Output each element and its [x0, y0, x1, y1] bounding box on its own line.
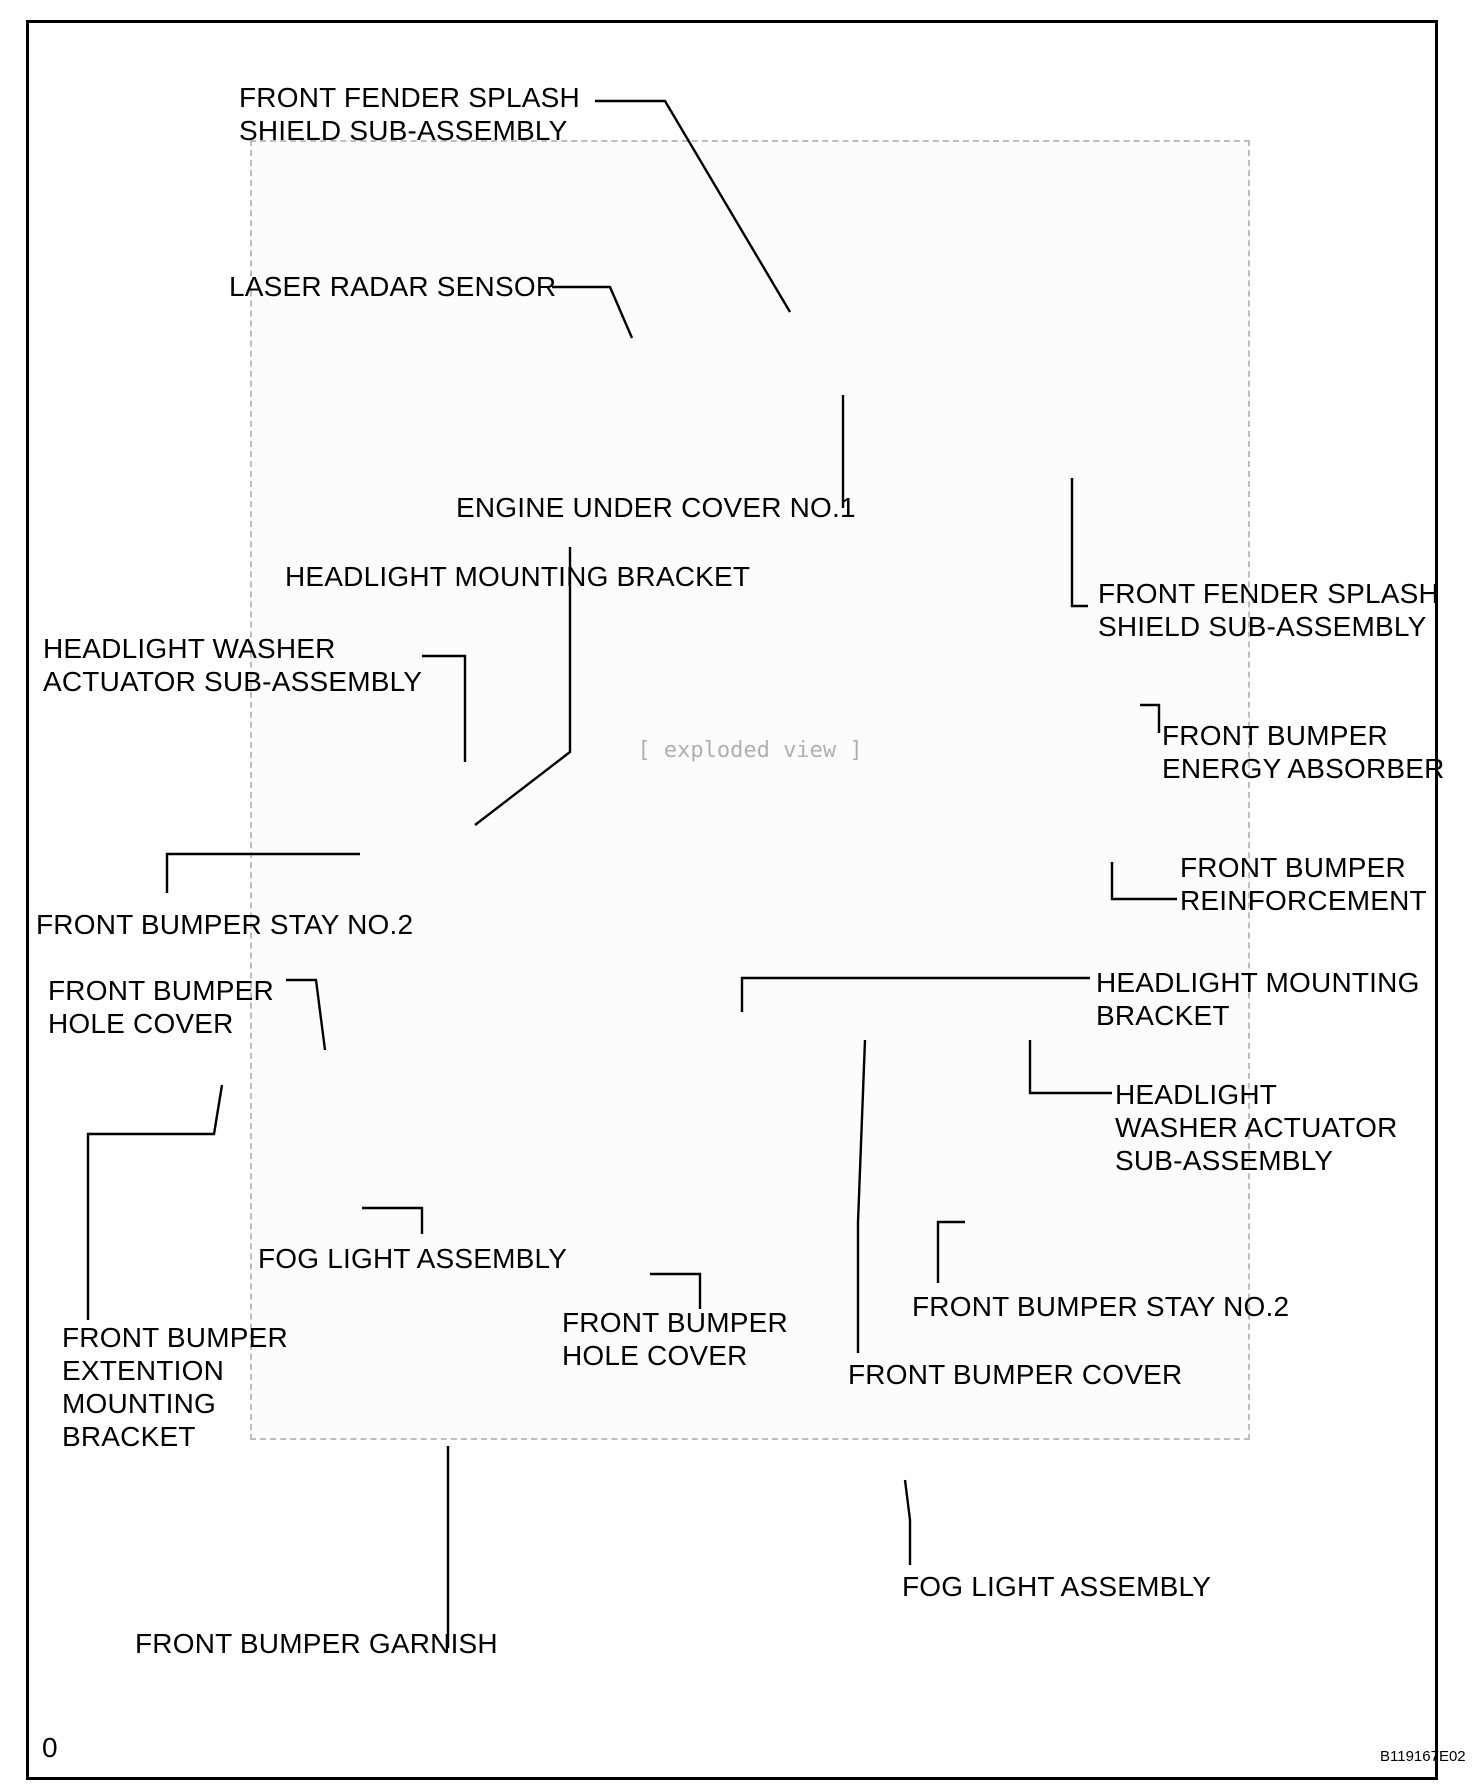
- label-laser-radar-sensor: LASER RADAR SENSOR: [229, 271, 557, 302]
- label-headlight-mounting-bracket-top: HEADLIGHT MOUNTING BRACKET: [285, 561, 751, 592]
- label-front-bumper-energy-absorber: FRONT BUMPER ENERGY ABSORBER: [1162, 720, 1445, 784]
- leader-energy-absorber: [1140, 703, 1161, 733]
- label-headlight-washer-actuator-left: HEADLIGHT WASHER ACTUATOR SUB-ASSEMBLY: [43, 633, 423, 697]
- label-engine-under-cover-no1: ENGINE UNDER COVER NO.1: [456, 492, 856, 523]
- corner-mark-left: 0: [42, 1732, 58, 1763]
- leader-hole-cover-center: [650, 1272, 702, 1309]
- leader-laser-radar: [552, 285, 634, 339]
- diagram-frame: [26, 20, 1438, 1780]
- label-front-bumper-garnish: FRONT BUMPER GARNISH: [135, 1628, 498, 1659]
- figure-code: B119167E02: [1380, 1748, 1466, 1765]
- label-front-bumper-extension-mounting-bracket: FRONT BUMPER EXTENTION MOUNTING BRACKET: [62, 1322, 288, 1452]
- label-front-bumper-stay-no2-right: FRONT BUMPER STAY NO.2: [912, 1291, 1290, 1322]
- leader-fender-splash-right: [1070, 478, 1088, 608]
- leader-fender-splash-top: [595, 99, 792, 313]
- label-front-fender-splash-shield-right: FRONT FENDER SPLASH SHIELD SUB-ASSEMBLY: [1098, 578, 1439, 642]
- leader-extension-bracket: [86, 1084, 224, 1320]
- leader-stay-no2-right: [936, 1220, 965, 1283]
- label-front-bumper-hole-cover-center: FRONT BUMPER HOLE COVER: [562, 1307, 788, 1371]
- leader-washer-right: [1028, 1040, 1112, 1095]
- label-fog-light-assembly-left: FOG LIGHT ASSEMBLY: [258, 1243, 568, 1274]
- leader-fog-right: [903, 1479, 912, 1565]
- label-front-bumper-hole-cover-left: FRONT BUMPER HOLE COVER: [48, 975, 274, 1039]
- leader-headlight-bracket-right: [740, 976, 1090, 1012]
- leader-hole-cover-left: [286, 978, 327, 1051]
- leader-washer-left: [422, 654, 467, 762]
- label-headlight-mounting-bracket-right: HEADLIGHT MOUNTING BRACKET: [1096, 967, 1420, 1031]
- exploded-view-placeholder: [ exploded view ]: [250, 140, 1250, 1440]
- leader-fog-left: [362, 1206, 424, 1234]
- label-front-fender-splash-shield-top: FRONT FENDER SPLASH SHIELD SUB-ASSEMBLY: [239, 82, 580, 146]
- label-front-bumper-reinforcement: FRONT BUMPER REINFORCEMENT: [1180, 852, 1427, 916]
- label-fog-light-assembly-right: FOG LIGHT ASSEMBLY: [902, 1571, 1212, 1602]
- leader-bumper-cover: [856, 1039, 867, 1353]
- label-front-bumper-cover: FRONT BUMPER COVER: [848, 1359, 1183, 1390]
- leader-reinforcement: [1110, 862, 1177, 901]
- label-front-bumper-stay-no2-left: FRONT BUMPER STAY NO.2: [36, 909, 414, 940]
- leader-stay-no2-left: [165, 852, 360, 893]
- label-headlight-washer-actuator-right: HEADLIGHT WASHER ACTUATOR SUB-ASSEMBLY: [1115, 1079, 1398, 1176]
- leader-headlight-bracket-top: [474, 547, 572, 826]
